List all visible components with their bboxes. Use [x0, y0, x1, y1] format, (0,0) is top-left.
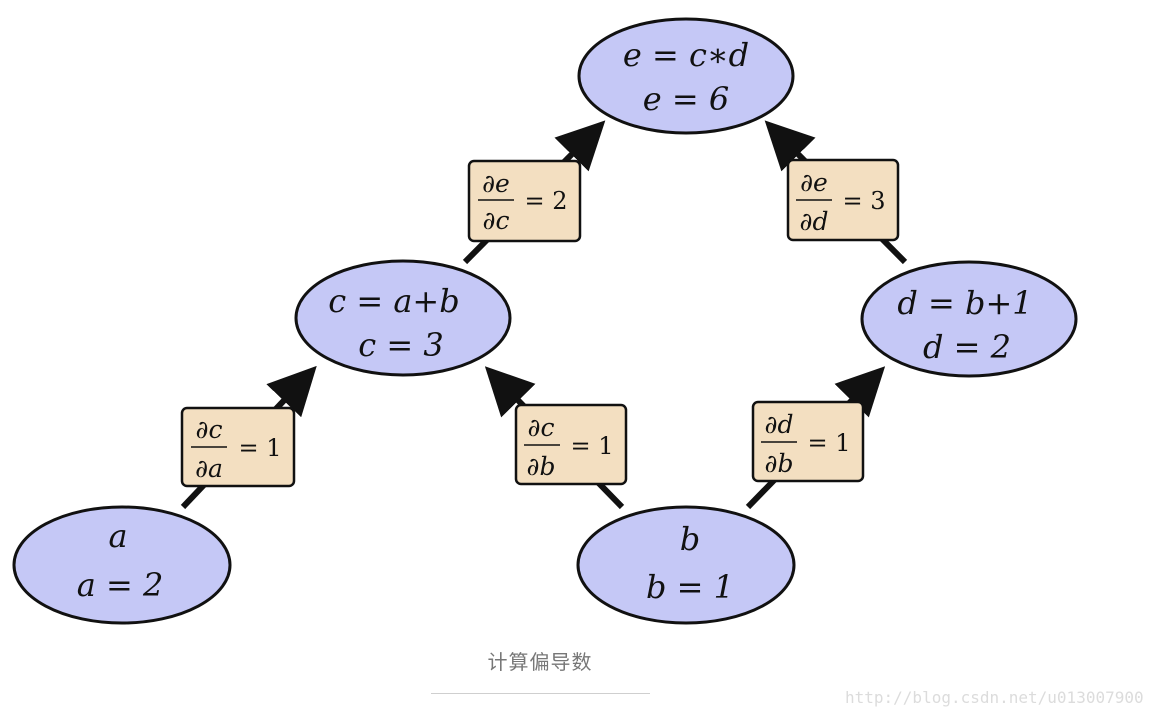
node-c-value: c = 3	[358, 326, 443, 364]
edge-label-dc-db: ∂c ∂b = 1	[514, 403, 628, 486]
edge-de-dc-numerator: ∂e	[482, 169, 510, 198]
edge-de-dd-numerator: ∂e	[800, 168, 828, 197]
node-e-formula: e = c∗d	[623, 36, 749, 74]
node-a-value: a = 2	[77, 566, 164, 604]
edge-dd-db-result: = 1	[807, 429, 850, 457]
edge-label-de-dd: ∂e ∂d = 3	[786, 158, 900, 242]
edge-dc-db-denominator: ∂b	[527, 452, 556, 481]
node-a: a a = 2	[12, 505, 232, 625]
edge-de-dd-denominator: ∂d	[800, 207, 829, 236]
edge-de-dc-result: = 2	[524, 187, 567, 215]
node-b: b b = 1	[576, 505, 796, 625]
edge-dc-db-result: = 1	[570, 432, 613, 460]
edge-label-dc-da: ∂c ∂a = 1	[180, 406, 296, 488]
edge-dd-db-denominator: ∂b	[765, 449, 794, 478]
node-a-formula: a	[108, 517, 127, 555]
node-c: c = a+b c = 3	[294, 259, 512, 377]
node-d-value: d = 2	[923, 328, 1011, 366]
node-e: e = c∗d e = 6	[577, 17, 795, 135]
node-c-formula: c = a+b	[328, 282, 459, 320]
node-e-value: e = 6	[643, 80, 729, 118]
edge-de-dc-denominator: ∂c	[483, 206, 510, 235]
figure-caption: 计算偏导数	[487, 650, 593, 674]
edge-dc-db-numerator: ∂c	[528, 413, 555, 442]
edge-label-dd-db: ∂d ∂b = 1	[751, 400, 865, 483]
node-b-value: b = 1	[646, 568, 734, 606]
edge-dc-da-result: = 1	[238, 434, 281, 462]
caption-divider	[431, 693, 650, 694]
edge-dc-da-denominator: ∂a	[195, 454, 223, 483]
edge-dd-db-numerator: ∂d	[765, 410, 794, 439]
edge-label-de-dc: ∂e ∂c = 2	[467, 159, 582, 243]
edge-dc-da-numerator: ∂c	[196, 415, 223, 444]
watermark-url: http://blog.csdn.net/u013007900	[845, 688, 1144, 707]
node-b-formula: b	[680, 520, 700, 558]
edge-de-dd-result: = 3	[842, 187, 885, 215]
node-d: d = b+1 d = 2	[860, 260, 1078, 378]
node-d-formula: d = b+1	[897, 284, 1032, 322]
